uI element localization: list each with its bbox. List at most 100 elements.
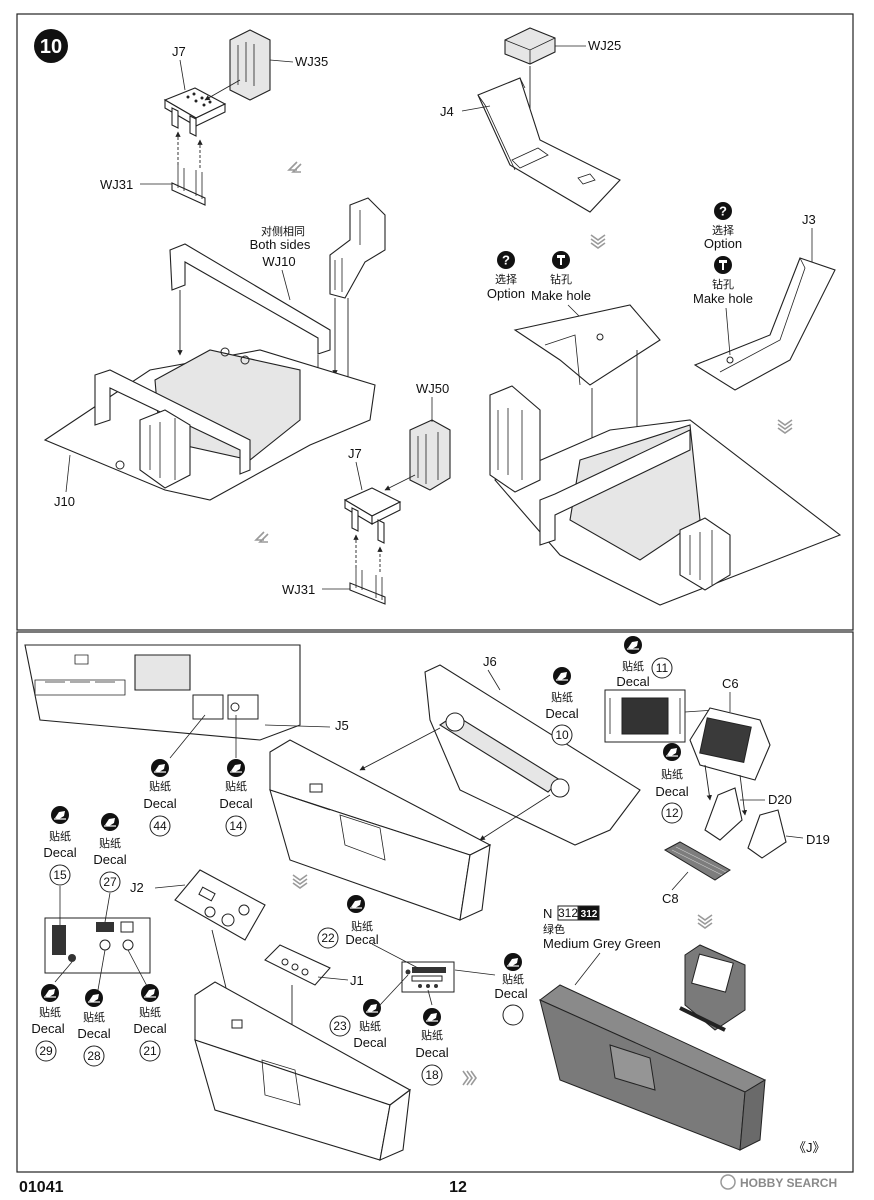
label-j10: J10 bbox=[54, 494, 75, 509]
decal-cn-11: 贴纸 bbox=[622, 659, 644, 673]
part-j2 bbox=[174, 869, 266, 941]
part-wj10-bracket bbox=[329, 197, 386, 299]
part-chassis-right bbox=[489, 385, 842, 606]
label-j7-lower: J7 bbox=[348, 446, 362, 461]
flow-arrow-icon bbox=[590, 234, 606, 249]
watermark-text: HOBBY SEARCH bbox=[740, 1176, 837, 1190]
decal-cn-27: 贴纸 bbox=[39, 1005, 61, 1019]
part-j7-top bbox=[163, 87, 227, 137]
part-d19 bbox=[747, 809, 787, 859]
drill-icon bbox=[714, 256, 732, 274]
decal-number-22: 23 bbox=[333, 1019, 347, 1033]
decal-number-10: 10 bbox=[555, 728, 569, 742]
paint-code-b: 312 bbox=[581, 909, 598, 920]
label-j1: J1 bbox=[350, 973, 364, 988]
note-option-en-j4: Option bbox=[487, 286, 525, 301]
paint-name-en: Medium Grey Green bbox=[543, 936, 661, 951]
part-wj31-top bbox=[171, 165, 206, 206]
decal-en-18: Decal bbox=[494, 986, 527, 1001]
question-icon bbox=[497, 251, 515, 269]
decal-en-21: Decal bbox=[345, 932, 378, 947]
decal-number-29: 28 bbox=[87, 1049, 101, 1063]
label-wj31-top: WJ31 bbox=[100, 177, 133, 192]
paint-code-box-b bbox=[578, 905, 600, 921]
label-wj25: WJ25 bbox=[588, 38, 621, 53]
decal-icon bbox=[503, 952, 523, 972]
paint-prefix: N bbox=[543, 906, 552, 921]
step-frame-top bbox=[16, 13, 854, 631]
flow-arrow-icon bbox=[697, 914, 713, 929]
label-j3: J3 bbox=[802, 212, 816, 227]
decal-en-14: Decal bbox=[43, 845, 76, 860]
decal-number-11: 11 bbox=[656, 661, 669, 675]
label-j6: J6 bbox=[483, 654, 497, 669]
decal-number-23: 18 bbox=[425, 1068, 439, 1082]
decal-en-15: Decal bbox=[93, 852, 126, 867]
part-j3 bbox=[693, 257, 836, 391]
step-number-badge: 10 bbox=[34, 29, 68, 63]
decal-icon bbox=[84, 988, 104, 1008]
label-wj31-lower: WJ31 bbox=[282, 582, 315, 597]
part-wj25 bbox=[504, 27, 556, 65]
note-option-cn-j4: 选择 bbox=[495, 272, 517, 286]
part-j5-lower bbox=[194, 981, 412, 1161]
decal-number-21: 22 bbox=[321, 931, 335, 945]
part-j4-inset bbox=[513, 304, 661, 386]
flow-arrow-icon bbox=[777, 419, 793, 434]
label-wj10: WJ10 bbox=[262, 254, 295, 269]
step-frame-bottom bbox=[16, 631, 854, 1173]
flow-arrow-icon bbox=[288, 161, 302, 173]
decal-en-12: Decal bbox=[655, 784, 688, 799]
part-d20 bbox=[704, 787, 743, 841]
panel-closeup bbox=[44, 917, 151, 974]
paint-name-cn: 绿色 bbox=[543, 922, 565, 936]
part-wj35 bbox=[229, 29, 271, 101]
note-hole-en-j3: Make hole bbox=[693, 291, 753, 306]
flow-arrow-icon bbox=[292, 874, 308, 889]
decal-cn-34: 贴纸 bbox=[149, 779, 171, 793]
decal-icon bbox=[623, 635, 643, 655]
decal-cn-15: 贴纸 bbox=[99, 836, 121, 850]
decal-icon bbox=[40, 983, 60, 1003]
kit-number: 01041 bbox=[19, 1179, 64, 1196]
part-wj31-lower bbox=[349, 568, 386, 605]
page-number: 12 bbox=[449, 1179, 467, 1196]
label-c8: C8 bbox=[662, 891, 679, 906]
decal-icon bbox=[362, 998, 382, 1018]
part-c6 bbox=[689, 707, 771, 781]
step-number: 10 bbox=[40, 36, 62, 58]
flow-arrow-icon bbox=[255, 531, 269, 543]
part-wj50 bbox=[409, 419, 451, 491]
decal-number-34: 44 bbox=[153, 819, 167, 833]
note-both-sides-en: Both sides bbox=[250, 237, 311, 252]
label-j7-top: J7 bbox=[172, 44, 186, 59]
decal-icon bbox=[50, 805, 70, 825]
part-j6 bbox=[424, 664, 641, 846]
decal-icon bbox=[552, 666, 572, 686]
decal-icon bbox=[140, 983, 160, 1003]
subassembly-tag: 《J》 bbox=[793, 1140, 826, 1155]
decal-icon bbox=[226, 758, 246, 778]
part-j7-lower bbox=[343, 487, 402, 544]
watermark: HOBBY SEARCH bbox=[720, 1174, 837, 1190]
decal-en-34: Decal bbox=[143, 796, 176, 811]
label-j5: J5 bbox=[335, 718, 349, 733]
question-icon bbox=[714, 202, 732, 220]
paint-code-a: 312 bbox=[558, 906, 578, 920]
drill-icon bbox=[552, 251, 570, 269]
label-wj50: WJ50 bbox=[416, 381, 449, 396]
decal-cn-21: 贴纸 bbox=[351, 919, 373, 933]
decal-number-12: 12 bbox=[665, 806, 679, 820]
decal-icon bbox=[100, 812, 120, 832]
decal-cn-14: 贴纸 bbox=[49, 829, 71, 843]
note-option-cn-j3: 选择 bbox=[712, 223, 734, 237]
flow-arrow-icon bbox=[462, 1070, 477, 1086]
panel-j1-closeup bbox=[401, 961, 455, 993]
part-painted-assembly bbox=[539, 944, 767, 1151]
decal-en-27: Decal bbox=[31, 1021, 64, 1036]
decal-cn-22: 贴纸 bbox=[359, 1019, 381, 1033]
label-wj35: WJ35 bbox=[295, 54, 328, 69]
note-both-sides-cn: 对侧相同 bbox=[261, 224, 305, 238]
decal-number-28: 21 bbox=[143, 1044, 157, 1058]
